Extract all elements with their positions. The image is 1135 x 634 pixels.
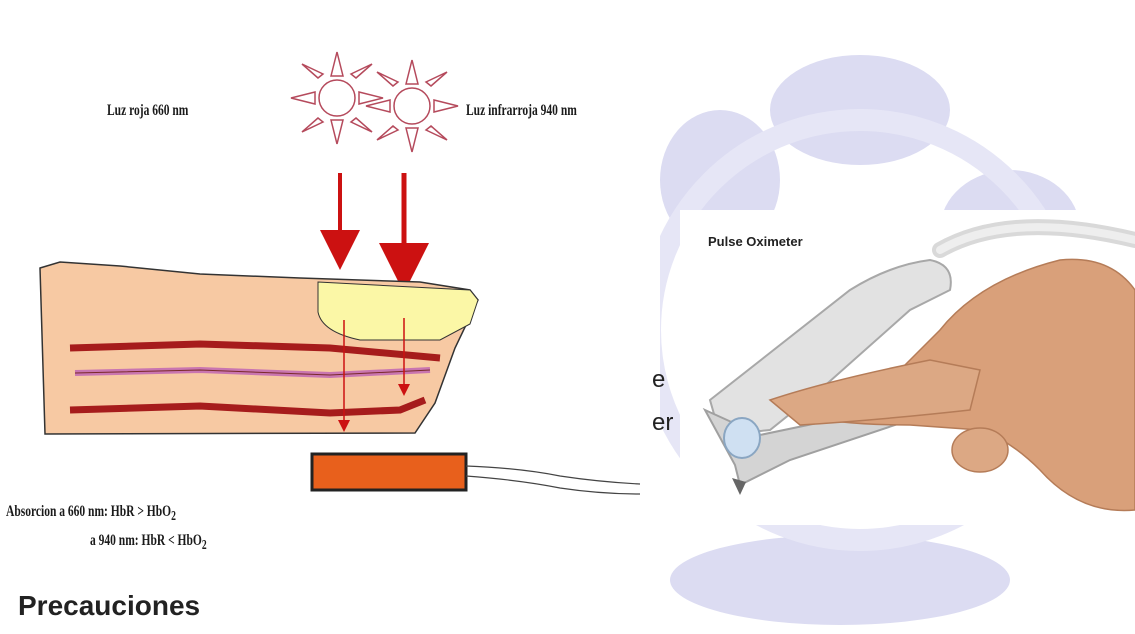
absorption-660-value: Absorcion a 660 nm: HbR > HbO (6, 503, 171, 520)
absorption-660-text: Absorcion a 660 nm: HbR > HbO2 (6, 503, 176, 524)
absorption-940-value: a 940 nm: HbR < HbO (90, 532, 202, 549)
sensor-button (724, 418, 760, 458)
sun-icon-red-light (291, 52, 383, 144)
absorption-diagram: Luz roja 660 nm Luz infrarroja 940 nm Ab… (0, 28, 660, 572)
absorption-940-subscript: 2 (202, 537, 207, 552)
sun-icon-infrared-light (366, 60, 458, 152)
absorption-940-text: a 940 nm: HbR < HbO2 (90, 532, 207, 553)
oximeter-title: Pulse Oximeter (708, 234, 803, 249)
section-heading: Precauciones (18, 590, 200, 622)
background-text-fragment: er (652, 409, 673, 437)
detector-cable (466, 466, 640, 484)
photodetector (312, 454, 466, 490)
pulse-oximeter-image: Pulse Oximeter (680, 210, 1135, 525)
thumb (952, 428, 1008, 472)
infrared-light-label: Luz infrarroja 940 nm (466, 102, 577, 120)
detector-cable-2 (466, 476, 640, 494)
background-text-fragment: e (652, 366, 665, 394)
pulse-oximeter-illustration (680, 210, 1135, 525)
red-light-label: Luz roja 660 nm (107, 102, 188, 120)
absorption-660-subscript: 2 (171, 508, 176, 523)
fingernail (318, 282, 478, 340)
